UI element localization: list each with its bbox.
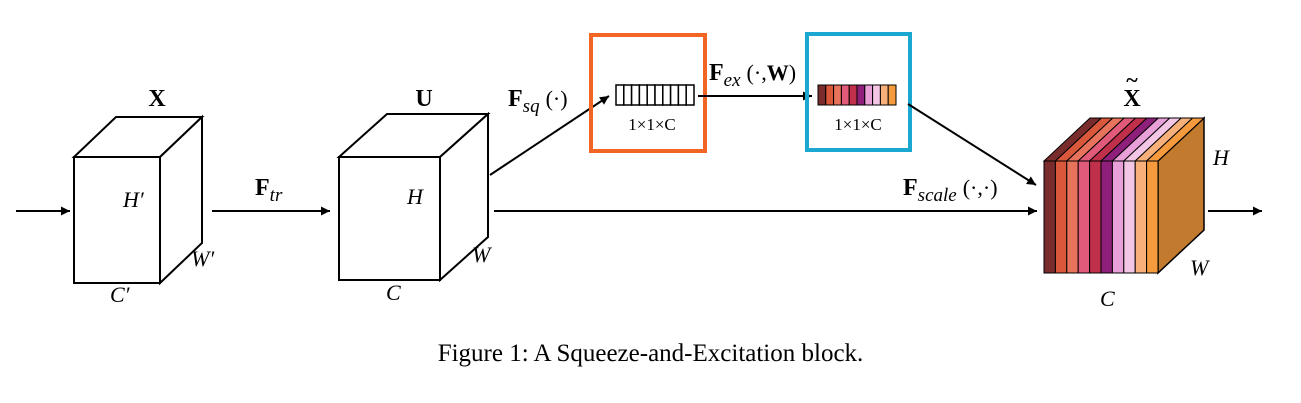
ftr-label: Ftr <box>255 175 283 206</box>
excite-to-scale-arrow <box>907 103 1037 186</box>
squeeze-vector <box>615 84 695 106</box>
excitation-cell <box>817 84 827 106</box>
excitation-cell <box>833 84 842 106</box>
squeeze-cell <box>615 84 625 106</box>
excitation-cell <box>872 84 881 106</box>
squeeze-vector-label: 1×1×C <box>628 115 676 134</box>
u-channel-label: C <box>386 280 401 305</box>
x-height-label: H′ <box>122 187 145 212</box>
squeeze-box <box>589 33 707 153</box>
output-cube-front-strip <box>1089 160 1102 274</box>
squeeze-cell <box>646 84 656 106</box>
squeeze-cell <box>638 84 648 106</box>
u-title: U <box>415 86 432 112</box>
squeeze-cell <box>623 84 633 106</box>
squeeze-cell <box>662 84 672 106</box>
output-cube-front-strip <box>1066 160 1079 274</box>
x-tilde-height-label: H <box>1212 145 1230 170</box>
output-cube-front-strip <box>1134 160 1148 274</box>
excitation-cell <box>887 84 897 106</box>
cube-u <box>336 111 491 283</box>
excitation-cell <box>856 84 866 106</box>
excitation-cell <box>864 84 874 106</box>
x-tilde-width-label: W <box>1190 255 1210 280</box>
output-cube-front-strip <box>1054 160 1068 274</box>
output-cube-front-strip <box>1100 160 1113 274</box>
figure-caption: Figure 1: A Squeeze-and-Excitation block… <box>437 340 864 367</box>
squeeze-cell <box>654 84 664 106</box>
x-tilde-title: X <box>1123 86 1141 112</box>
excitation-vector <box>817 84 897 106</box>
x-tilde-channel-label: C <box>1100 286 1115 311</box>
x-channel-label: C′ <box>110 282 131 307</box>
output-cube-front-strip <box>1111 160 1125 274</box>
u-width-label: W <box>472 242 492 267</box>
fex-label: Fex(·,W) <box>709 60 796 91</box>
squeeze-cell <box>669 84 680 106</box>
cube-x-tilde <box>1042 116 1206 275</box>
squeeze-cell <box>677 84 687 106</box>
x-title: X <box>148 86 166 112</box>
excitation-vector-label: 1×1×C <box>834 115 882 134</box>
excitation-cell <box>879 84 889 106</box>
x-tilde-mark: ~ <box>1126 67 1138 92</box>
excitation-box <box>805 32 912 152</box>
excitation-cell <box>825 84 835 106</box>
output-cube-front-strip <box>1043 160 1056 274</box>
output-cube-front-strip <box>1077 160 1091 274</box>
excitation-cell <box>848 84 858 106</box>
fsq-label: Fsq(·) <box>508 86 568 117</box>
cube-x <box>71 114 205 286</box>
excitation-cell <box>840 84 850 106</box>
u-height-label: H <box>406 184 424 209</box>
fscale-label: Fscale(·,·) <box>903 175 998 206</box>
squeeze-cell <box>630 84 641 106</box>
x-width-label: W′ <box>191 246 215 271</box>
output-cube-front-strip <box>1146 160 1159 274</box>
output-cube-front-strip <box>1123 160 1136 274</box>
squeeze-cell <box>685 84 695 106</box>
